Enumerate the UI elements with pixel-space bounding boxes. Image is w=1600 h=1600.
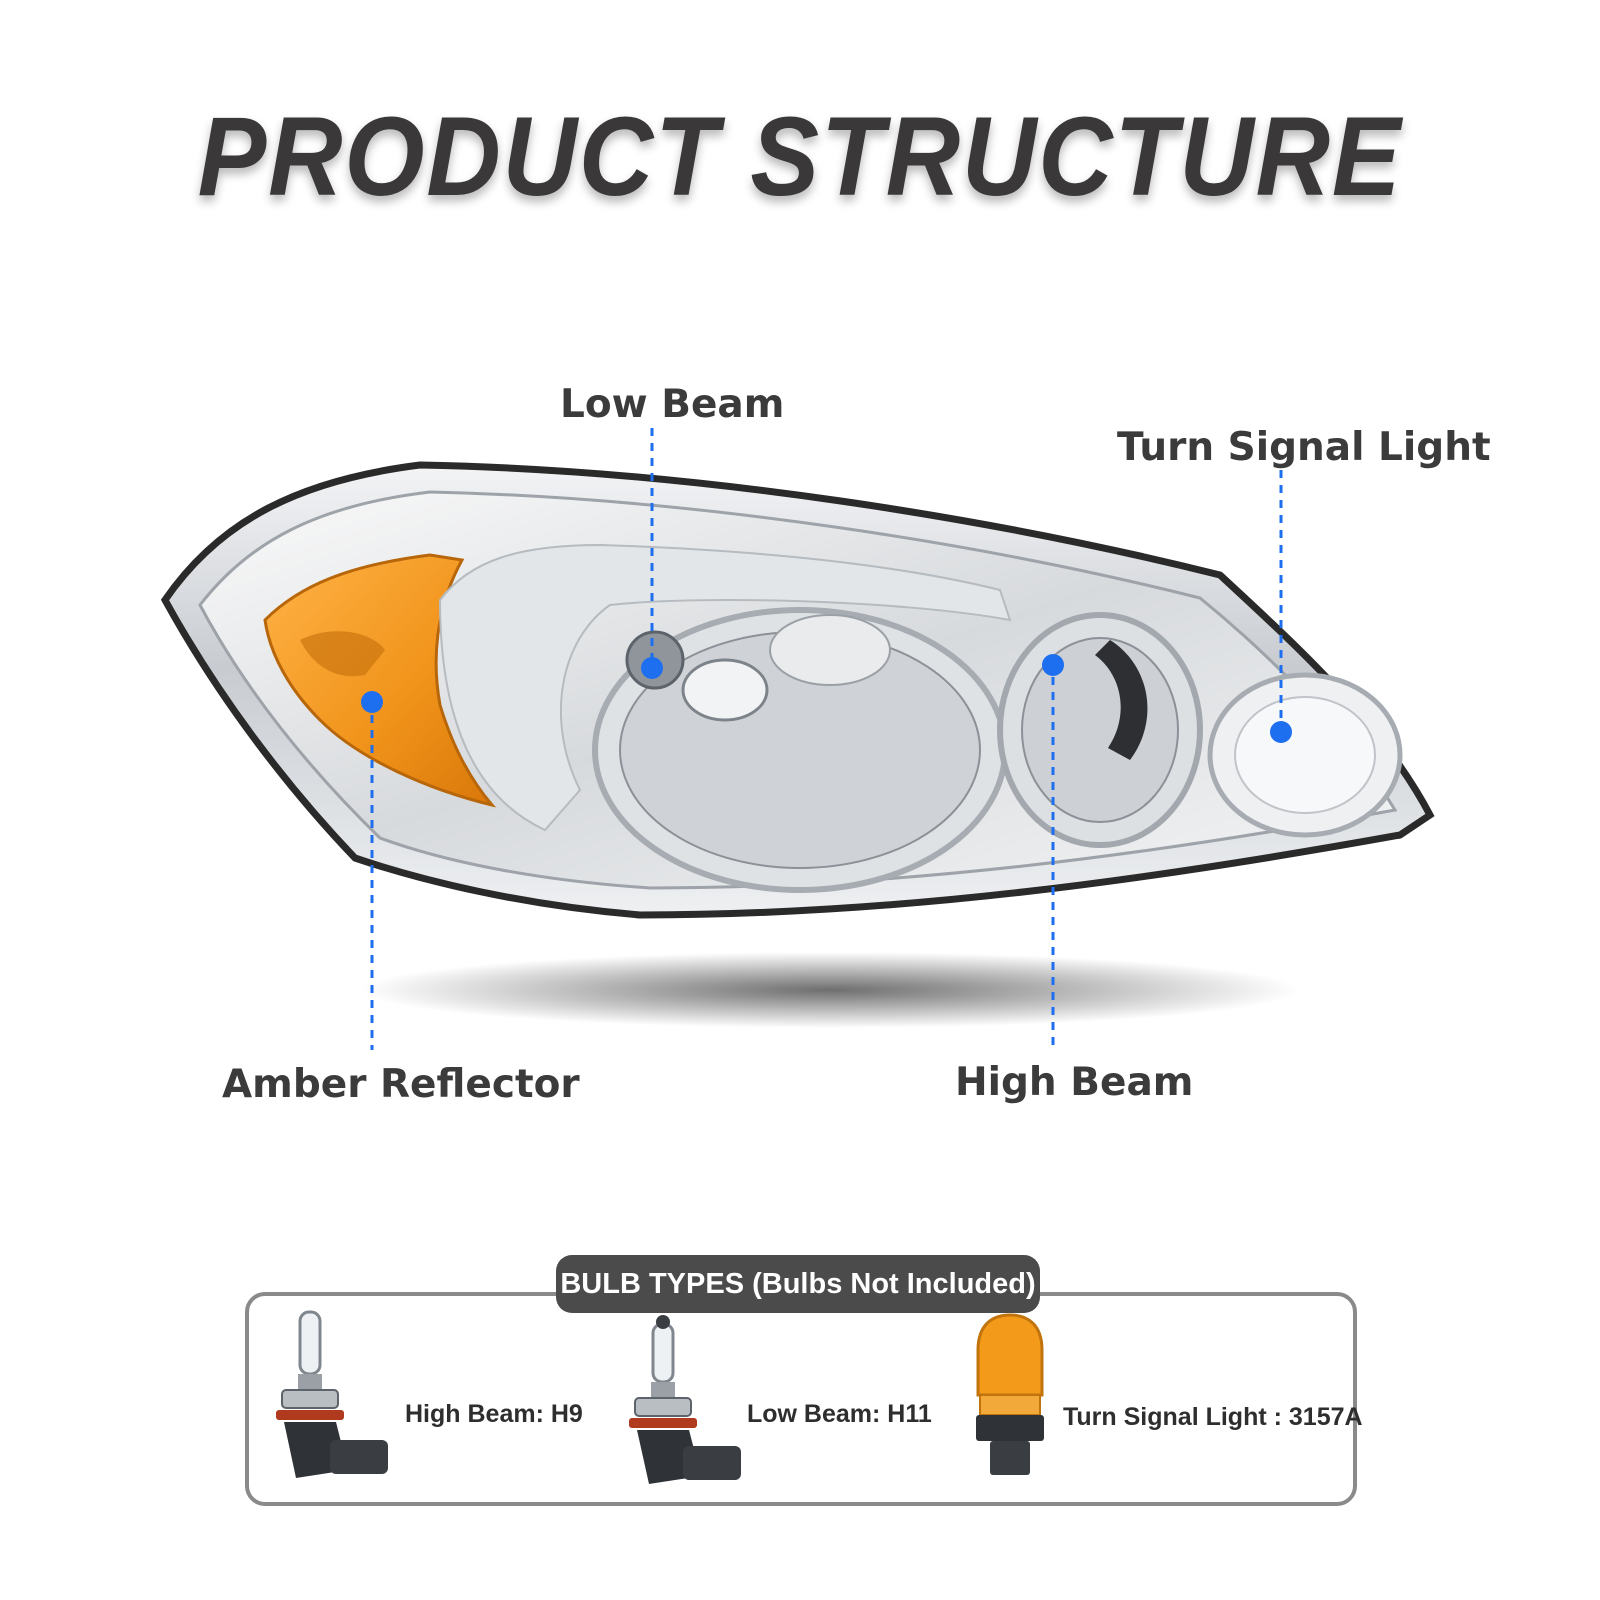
amber-reflector-lens: [263, 553, 497, 808]
high-beam-marker: [1042, 654, 1064, 676]
bulb-label-low-beam: Low Beam: H11: [747, 1400, 932, 1428]
high-beam-callout: High Beam: [955, 1060, 1194, 1105]
bulb-label-turn-signal: Turn Signal Light : 3157A: [1063, 1403, 1363, 1431]
floor-shadow: [360, 952, 1300, 1028]
turn-signal-marker: [1270, 721, 1292, 743]
low-beam-marker: [641, 657, 663, 679]
bulb-types-heading: BULB TYPES (Bulbs Not Included): [556, 1255, 1040, 1313]
bulb-types-panel: [245, 1292, 1357, 1506]
inner-bezel: [438, 543, 1012, 832]
amber-bulb-3157a-icon: [976, 1313, 1044, 1475]
halogen-bulb-h11-icon: [629, 1315, 741, 1484]
turn-signal-callout: Turn Signal Light: [1117, 425, 1491, 470]
halogen-bulb-h9-icon: [276, 1310, 388, 1478]
bulb-label-high-beam: High Beam: H9: [405, 1400, 583, 1428]
low-beam-callout: Low Beam: [560, 382, 785, 427]
page-title: PRODUCT STRUCTURE: [197, 94, 1403, 219]
amber-reflector-callout: Amber Reflector: [222, 1062, 580, 1107]
amber-reflector-marker: [361, 691, 383, 713]
